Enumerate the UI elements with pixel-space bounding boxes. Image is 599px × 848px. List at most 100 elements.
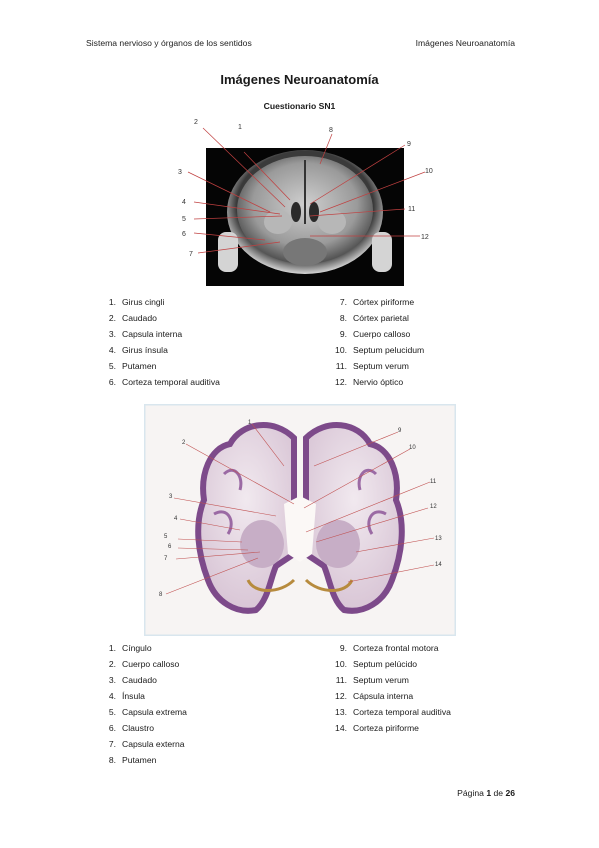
mri-label-3: 3 (178, 169, 182, 176)
footer-prefix: Página (457, 788, 484, 798)
list-item: 8.Córtex parietal (339, 313, 409, 323)
mri-line-11 (309, 208, 406, 217)
figure-histology: 1 2 3 4 5 6 7 8 9 10 11 12 13 14 (144, 404, 456, 636)
figure1-list-right: 7.Córtex piriforme 8.Córtex parietal 9.C… (329, 294, 424, 390)
hist-line-8 (165, 557, 259, 595)
page-title: Imágenes Neuroanatomía (220, 72, 379, 87)
mri-ear-right (372, 232, 392, 272)
hist-label-2: 2 (182, 440, 186, 446)
hist-label-13: 13 (435, 536, 442, 542)
histology-optic-region (246, 578, 354, 592)
mri-label-10: 10 (425, 168, 433, 175)
list-item: 13.Corteza temporal auditiva (335, 707, 451, 717)
hist-line-10 (303, 448, 411, 509)
list-item: 10.Septum pelúcido (335, 659, 418, 669)
hist-label-12: 12 (430, 504, 437, 510)
hist-line-3 (173, 497, 277, 517)
list-item: 9.Corteza frontal motora (339, 643, 439, 653)
figure2-list-left: 1.Cíngulo 2.Cuerpo calloso 3.Caudado 4.Í… (98, 640, 187, 768)
hist-label-4: 4 (174, 516, 178, 522)
page-subtitle: Cuestionario SN1 (263, 101, 336, 111)
hist-label-5: 5 (164, 534, 168, 540)
header-left: Sistema nervioso y órganos de los sentid… (86, 38, 252, 48)
footer-total: 26 (505, 788, 515, 798)
hist-line-11 (305, 481, 431, 533)
hist-line-12 (315, 507, 429, 543)
mri-label-4: 4 (182, 199, 186, 206)
mri-line-9 (309, 144, 406, 205)
histology-callout-lines (165, 423, 435, 595)
list-item: 4.Girus ínsula (108, 345, 168, 355)
list-item: 7.Córtex piriforme (339, 297, 415, 307)
list-item: 5.Capsula extrema (108, 707, 187, 717)
list-item: 11.Septum verum (335, 675, 409, 685)
mri-label-5: 5 (182, 216, 186, 223)
mri-label-1: 1 (238, 124, 242, 131)
list-item: 3.Capsula interna (108, 329, 183, 339)
list-item: 4.Ínsula (108, 691, 145, 701)
list-item: 3.Caudado (108, 675, 157, 685)
list-item: 8.Putamen (108, 755, 157, 765)
hist-line-7 (175, 551, 261, 560)
hist-label-7: 7 (164, 556, 168, 562)
mri-line-2 (202, 127, 286, 208)
list-item: 6.Corteza temporal auditiva (108, 377, 220, 387)
figure1-list-left: 1.Girus cingli 2.Caudado 3.Capsula inter… (98, 294, 220, 390)
figure2-list-right: 9.Corteza frontal motora 10.Septum pelúc… (329, 640, 451, 736)
histology-sulci (213, 468, 387, 535)
mri-line-10 (319, 171, 426, 213)
mri-label-7: 7 (189, 251, 193, 258)
mri-line-5 (193, 215, 283, 220)
figure-mri: 1 2 3 4 5 6 7 8 9 10 11 12 (170, 112, 440, 288)
histology-ventricle (284, 496, 316, 562)
footer-sep: de (493, 788, 504, 798)
hist-label-6: 6 (168, 544, 172, 550)
list-item: 7.Capsula externa (108, 739, 185, 749)
mri-line-1 (243, 151, 291, 201)
histology-image: 1 2 3 4 5 6 7 8 9 10 11 12 13 14 (144, 404, 456, 636)
footer-page: 1 (486, 788, 492, 798)
hist-line-5 (177, 538, 243, 543)
mri-brainstem (283, 238, 327, 266)
mri-image: 1 2 3 4 5 6 7 8 9 10 11 12 (178, 119, 433, 286)
list-item: 11.Septum verum (335, 361, 409, 371)
list-item: 9.Cuerpo calloso (339, 329, 411, 339)
header-right: Imágenes Neuroanatomía (415, 38, 515, 48)
list-item: 2.Cuerpo calloso (108, 659, 180, 669)
hist-line-13 (355, 537, 435, 553)
hist-line-6 (177, 547, 249, 551)
histology-putamen-right (316, 520, 360, 568)
hist-label-1: 1 (248, 420, 252, 426)
hist-label-3: 3 (169, 494, 173, 500)
mri-label-8: 8 (329, 127, 333, 134)
mri-line-3 (187, 171, 271, 213)
hist-label-9: 9 (398, 428, 402, 434)
hist-line-4 (179, 518, 241, 531)
mri-line-8 (319, 133, 333, 165)
hist-label-10: 10 (409, 445, 416, 451)
hist-label-8: 8 (159, 592, 163, 598)
mri-label-11: 11 (408, 206, 415, 213)
list-item: 5.Putamen (108, 361, 157, 371)
list-item: 10.Septum pelucidum (335, 345, 425, 355)
list-item: 14.Corteza piriforme (335, 723, 419, 733)
mri-ear-left (218, 232, 238, 272)
hist-label-14: 14 (435, 562, 442, 568)
mri-ventricle-left (291, 202, 301, 222)
list-item: 1.Girus cingli (108, 297, 165, 307)
mri-nucleus-left (264, 210, 292, 234)
mri-callout-lines (187, 127, 426, 254)
mri-label-12: 12 (421, 234, 429, 241)
mri-ventricle-right (309, 202, 319, 222)
list-item: 6.Claustro (108, 723, 154, 733)
hist-label-11: 11 (430, 479, 437, 485)
mri-line-7 (197, 241, 281, 254)
hist-line-2 (185, 443, 295, 505)
hist-line-9 (313, 431, 399, 467)
hist-line-1 (251, 423, 285, 467)
list-item: 2.Caudado (108, 313, 157, 323)
list-item: 1.Cíngulo (108, 643, 152, 653)
hist-line-14 (347, 564, 435, 583)
list-item: 12.Nervio óptico (335, 377, 404, 387)
mri-line-4 (193, 201, 281, 215)
